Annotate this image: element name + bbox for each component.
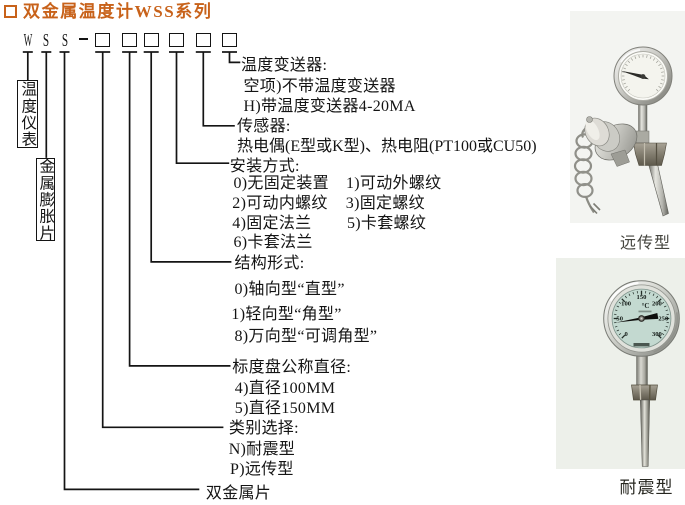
caption-remote-type: 远传型 bbox=[620, 234, 672, 252]
sensor-heading: 传感器: bbox=[237, 118, 291, 136]
shockproof-thermometer-photo: 0 50 100 150 200 250 300 °C bbox=[556, 258, 685, 469]
mounting-col1-2: 4)固定法兰 bbox=[232, 214, 312, 232]
shockproof-hex-nut bbox=[631, 384, 658, 401]
dial-label-250: 250 bbox=[658, 316, 669, 323]
model-box-1 bbox=[95, 32, 111, 48]
structure-heading: 结构形式: bbox=[234, 255, 305, 272]
sensor-item-0: 热电偶(E型或K型)、热电阻(PT100或CU50) bbox=[237, 137, 537, 155]
shockproof-needle bbox=[615, 313, 659, 323]
model-box-4 bbox=[169, 32, 184, 48]
model-dash bbox=[78, 38, 88, 41]
dial-diameter-item-0: 4)直径100MM bbox=[234, 380, 336, 397]
dial-label-0: 0 bbox=[624, 331, 628, 338]
category-item-0: N)耐震型 bbox=[228, 441, 296, 459]
dial-label-50: 50 bbox=[616, 316, 623, 323]
mounting-col1-3: 6)卡套法兰 bbox=[233, 234, 313, 252]
dial-label-150: 150 bbox=[637, 294, 648, 301]
dial-diameter-item-1: 5)直径150MM bbox=[234, 399, 336, 417]
mounting-col1-0: 0)无固定装置 bbox=[233, 175, 329, 192]
left-label-temperature-instrument: 温度仪表 bbox=[17, 80, 38, 148]
remote-thermometer-photo bbox=[570, 11, 685, 223]
title-bullet-square-icon bbox=[3, 5, 17, 18]
dial-unit: °C bbox=[642, 302, 650, 310]
mounting-col2-1: 3)固定螺纹 bbox=[345, 195, 425, 212]
left-label-metal-expansion: 金属膨胀片 bbox=[35, 157, 56, 242]
page-title: 双金属温度计WSS系列 bbox=[23, 2, 213, 21]
mounting-col1-1: 2)可动内螺纹 bbox=[232, 195, 328, 212]
structure-item-2: 8)万向型“可调角型” bbox=[234, 328, 378, 346]
left-label-temperature-instrument-text: 温度仪表 bbox=[19, 80, 37, 148]
dial-label-200: 200 bbox=[652, 300, 663, 307]
model-box-2 bbox=[122, 32, 137, 48]
remote-hex-nut bbox=[633, 142, 667, 166]
category-heading: 类别选择: bbox=[228, 419, 299, 437]
dial-label-100: 100 bbox=[621, 300, 632, 307]
mounting-heading: 安装方式: bbox=[229, 158, 300, 176]
transmitter-item-1: H)带温度变送器4-20MA bbox=[243, 98, 416, 116]
model-box-5 bbox=[196, 32, 211, 48]
structure-item-0: 0)轴向型“直型” bbox=[234, 280, 345, 298]
category-item-1: P)远传型 bbox=[230, 461, 294, 478]
caption-shockproof-type: 耐震型 bbox=[619, 477, 674, 497]
model-box-6 bbox=[222, 32, 237, 48]
structure-item-1: 1)轻向型“角型” bbox=[231, 305, 342, 323]
bimetal-label: 双金属片 bbox=[205, 485, 272, 503]
model-letter-w: W bbox=[23, 29, 33, 50]
model-box-3 bbox=[143, 32, 159, 48]
model-letter-s1: S bbox=[43, 29, 50, 50]
left-label-metal-expansion-text: 金属膨胀片 bbox=[37, 157, 55, 242]
model-letter-s2: S bbox=[61, 29, 68, 50]
transmitter-heading: 温度变送器: bbox=[241, 56, 328, 74]
dial-label-300: 300 bbox=[652, 331, 663, 338]
dial-diameter-heading: 标度盘公称直径: bbox=[232, 358, 352, 376]
shockproof-probe bbox=[640, 399, 650, 467]
transmitter-item-0: 空项)不带温度变送器 bbox=[243, 77, 396, 95]
mounting-col2-2: 5)卡套螺纹 bbox=[347, 214, 427, 232]
mounting-col2-0: 1)可动外螺纹 bbox=[346, 175, 442, 192]
